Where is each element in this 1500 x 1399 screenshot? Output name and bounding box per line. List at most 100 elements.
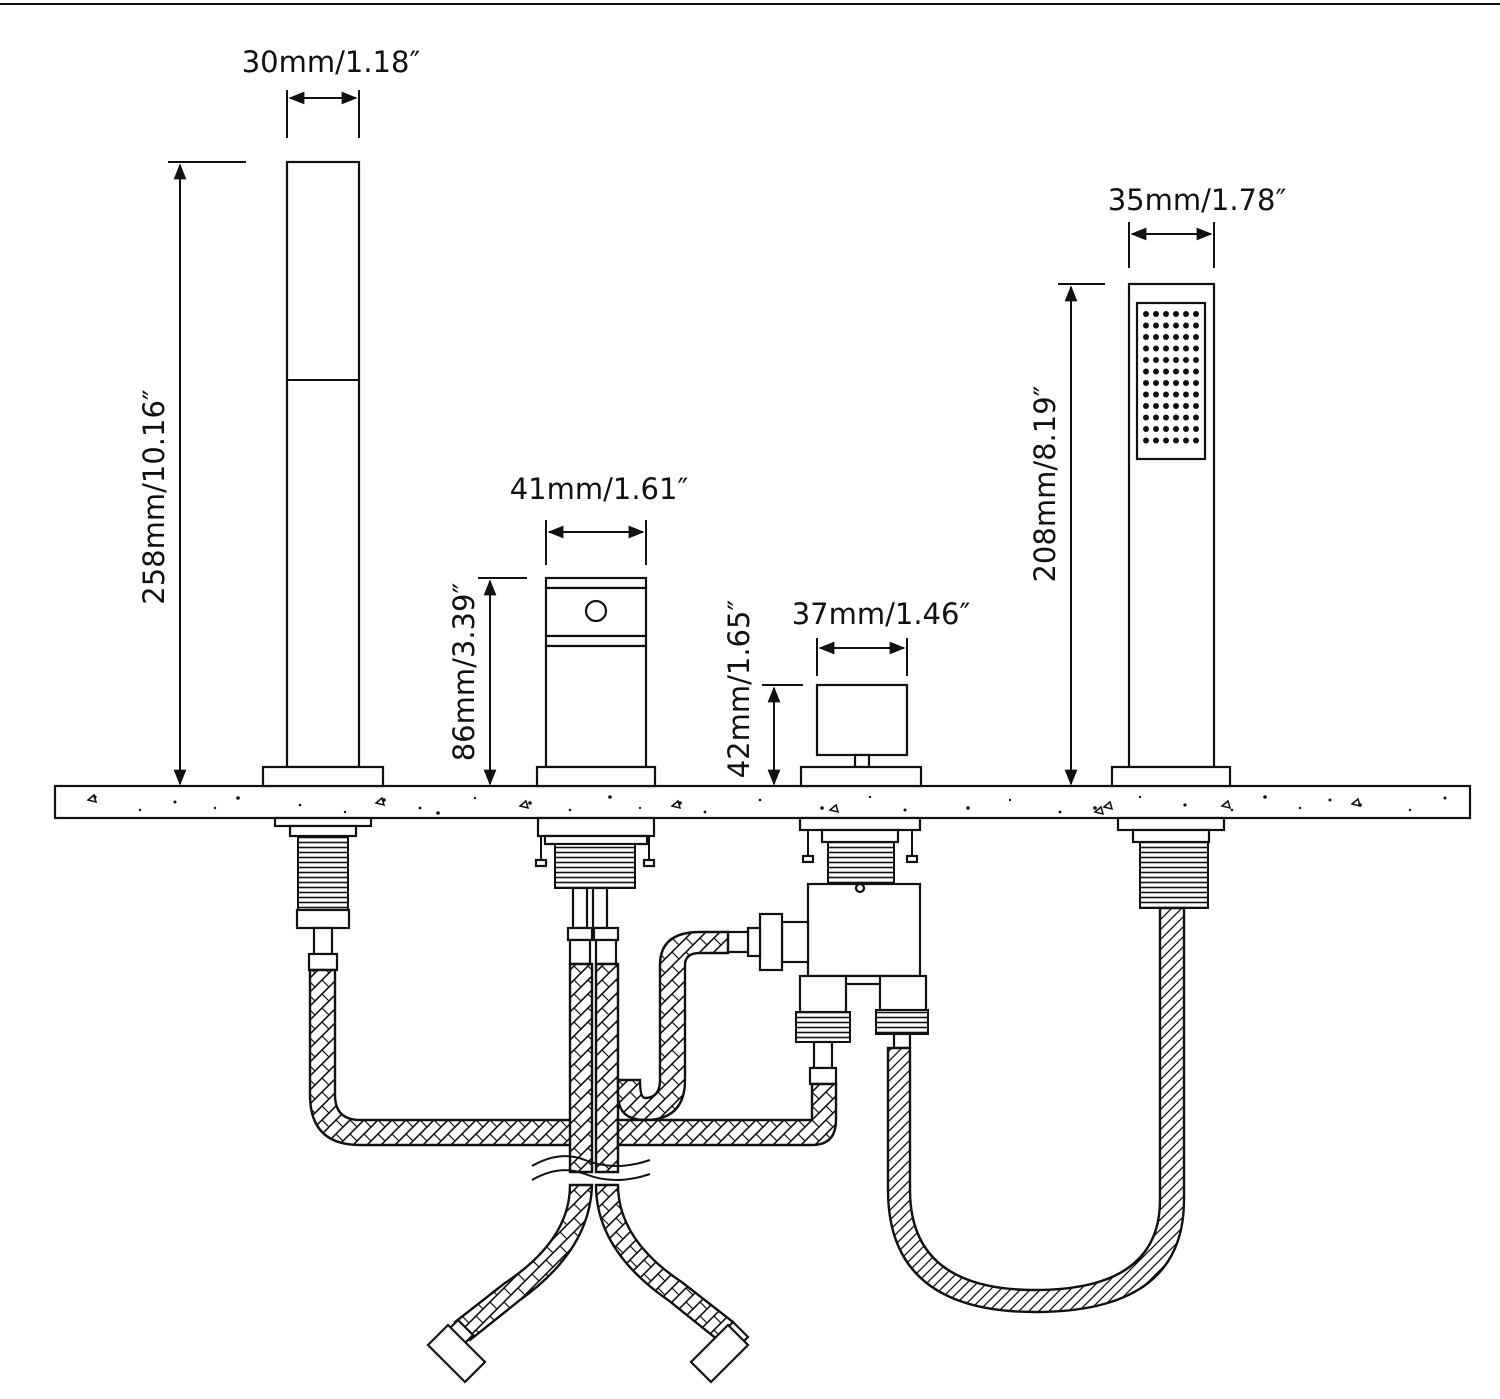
nozzle-dot (1193, 322, 1199, 329)
countertop (53, 784, 1472, 820)
sprayer-height-label: 208mm/8.19″ (1028, 385, 1062, 582)
nozzle-dot (1193, 391, 1199, 398)
nozzle-dot (1183, 311, 1189, 317)
nozzle-dot (1183, 380, 1189, 386)
nozzle-dot (1163, 403, 1169, 409)
nozzle-dot (1153, 380, 1159, 386)
nozzle-dot (1173, 322, 1179, 329)
center-hose-a (568, 962, 594, 1174)
nozzle-dot (1183, 345, 1189, 352)
handshower-width-label: 30mm/1.18″ (242, 45, 421, 79)
shower-hose (886, 906, 1186, 1314)
nozzle-dot (1163, 311, 1169, 317)
spout-height-label: 86mm/3.39″ (447, 583, 481, 762)
nozzle-dot (1193, 334, 1199, 340)
nozzle-dot (1183, 403, 1189, 409)
nozzle-dot (1143, 345, 1149, 352)
nozzle-dot (1153, 334, 1159, 340)
nozzle-dot (1163, 322, 1169, 329)
nozzle-dot (1143, 357, 1149, 363)
nozzle-dot (1143, 391, 1149, 398)
nozzle-dot (1163, 368, 1169, 375)
loop-hose (616, 930, 730, 1122)
nozzle-dot (1173, 380, 1179, 386)
nozzle-dot (1193, 311, 1199, 317)
nozzle-dot (1143, 380, 1149, 386)
nozzle-dot (1173, 426, 1179, 432)
nozzle-dot (1143, 414, 1149, 421)
nozzle-dot (1153, 345, 1159, 352)
nozzle-dot (1183, 322, 1189, 329)
nozzle-dot (1183, 437, 1189, 444)
nozzle-dot (1173, 334, 1179, 340)
countertop-triangles (86, 793, 1362, 816)
handle-width-label: 37mm/1.46″ (792, 597, 971, 631)
nozzle-dot (1173, 368, 1179, 375)
nozzle-dot (1193, 403, 1199, 409)
left-hose (308, 968, 577, 1147)
nozzle-dot (1163, 380, 1169, 386)
nozzle-dot (1143, 403, 1149, 409)
nozzle-dot (1143, 311, 1149, 317)
handshower-holder (261, 160, 385, 972)
nozzle-dot (1153, 357, 1159, 363)
nozzle-dot (1193, 368, 1199, 375)
center-hose-b (594, 962, 620, 1174)
dimension-labels: 30mm/1.18″ 258mm/10.16″ 41mm/1.61″ 86mm/… (137, 45, 1286, 778)
nozzle-dot (1163, 437, 1169, 444)
hoses (308, 906, 1186, 1384)
nozzle-dot (1193, 437, 1199, 444)
nozzle-dot (1143, 334, 1149, 340)
nozzle-dot (1153, 391, 1159, 398)
nozzle-dot (1173, 311, 1179, 317)
nozzle-dot (1153, 322, 1159, 329)
break-line-top (531, 1155, 651, 1167)
nozzle-dot (1163, 426, 1169, 432)
nozzle-dot (1163, 345, 1169, 352)
nozzle-dot (1193, 345, 1199, 352)
nozzle-dot (1193, 357, 1199, 363)
hand-sprayer (1110, 282, 1232, 909)
nozzle-dot (1183, 357, 1189, 363)
nozzle-dot (1173, 357, 1179, 363)
nozzle-dot (1153, 311, 1159, 317)
nozzle-dot (1153, 437, 1159, 444)
nozzle-dot (1183, 368, 1189, 375)
nozzle-dot (1183, 414, 1189, 421)
spout-width-label: 41mm/1.61″ (510, 472, 689, 506)
nozzle-dot (1143, 322, 1149, 329)
valve-hose (616, 1082, 838, 1147)
nozzle-dot (1153, 426, 1159, 432)
nozzle-dot (1173, 414, 1179, 421)
sprayer-nozzles (1143, 311, 1199, 444)
nozzle-dot (1143, 426, 1149, 432)
nozzle-dot (1173, 437, 1179, 444)
nozzle-dot (1163, 391, 1169, 398)
handshower-height-label: 258mm/10.16″ (137, 389, 171, 605)
nozzle-dot (1173, 345, 1179, 352)
nozzle-dot (1173, 403, 1179, 409)
nozzle-dot (1163, 414, 1169, 421)
nozzle-dot (1193, 426, 1199, 432)
supply-hose-right (594, 1183, 735, 1342)
nozzle-dot (1193, 414, 1199, 421)
nozzle-dot (1183, 426, 1189, 432)
nozzle-dot (1193, 380, 1199, 386)
nozzle-dot (1153, 414, 1159, 421)
nozzle-dot (1143, 437, 1149, 444)
nozzle-dot (1153, 403, 1159, 409)
diverter-valve (726, 683, 929, 1086)
nozzle-dot (1173, 391, 1179, 398)
nozzle-dot (1143, 368, 1149, 375)
nozzle-dot (1183, 391, 1189, 398)
nozzle-dot (1163, 334, 1169, 340)
spout (534, 576, 657, 966)
nozzle-dot (1183, 334, 1189, 340)
break-line-bottom (531, 1169, 651, 1181)
sprayer-width-label: 35mm/1.78″ (1108, 183, 1287, 217)
dimension-lines (168, 90, 1215, 786)
supply-hose-left (453, 1183, 594, 1342)
handle-height-label: 42mm/1.65″ (722, 600, 756, 779)
